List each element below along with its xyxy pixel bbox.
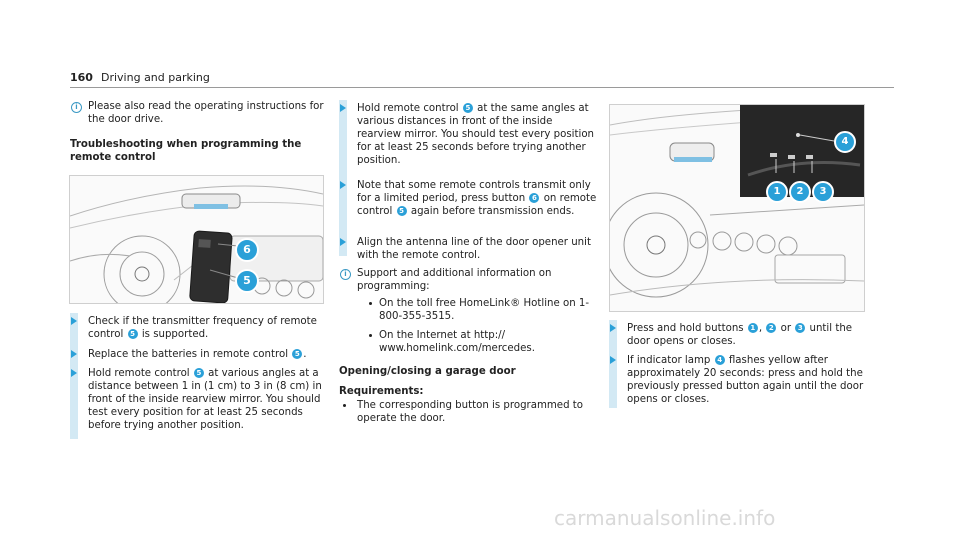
illustration-garage-buttons: 4 1 2 3 [609,104,865,312]
step-text: If indicator lamp [627,355,711,366]
ref-badge: 4 [714,355,725,365]
step-text: Hold remote control [357,103,459,114]
car-interior-remote-drawing [70,185,323,303]
section-title: Driving and parking [101,71,210,84]
step-text: Note that some remote controls transmit … [357,180,591,204]
requirements-label: Requirements: [339,386,424,397]
ref-badge: 5 [292,349,303,359]
info-icon: i [71,102,82,113]
callout-3: 3 [812,181,834,203]
step-arrow-icon [610,356,616,364]
step-text: Press and hold buttons [627,323,744,334]
callout-4: 4 [834,131,856,153]
page-number: 160 [70,71,93,84]
step-text: or [780,323,792,334]
ref-badge: 3 [795,323,806,333]
bullet-dot [343,404,346,407]
step-press-buttons: Press and hold buttons 1, 2 or 3 until t… [627,322,867,348]
section-heading-garage-door: Opening/closing a garage door [339,366,516,377]
ref-badge: 5 [462,103,473,113]
step-text: flashes yellow after approximately 20 se… [627,355,864,405]
step-text: on remote control [357,193,597,217]
step-text: again before transmission ends. [410,206,575,217]
step-arrow-icon [71,317,77,325]
info-support: Support and additional information on pr… [357,268,552,292]
support-hotline: On the toll free HomeLink® Hotline on 1-… [379,298,590,322]
bullet-dot [369,334,372,337]
step-hold-angles: Hold remote control 5 at various angles … [88,367,328,432]
ref-badge: 5 [396,206,407,216]
watermark: carmanualsonline.info [554,506,776,530]
step-arrow-icon [340,238,346,246]
step-arrow-icon [71,369,77,377]
step-text: Replace the batteries in remote control [88,349,289,360]
ref-badge: 6 [529,193,540,203]
car-interior-mirror-drawing [610,105,864,298]
step-indicator-lamp: If indicator lamp 4 flashes yellow after… [627,354,867,406]
support-internet: On the Internet at http:// www.homelink.… [379,330,535,354]
requirement-programmed: The corresponding button is programmed t… [357,400,584,424]
info-note-door-drive: Please also read the operating instructi… [88,101,324,125]
step-bar [339,100,347,256]
step-arrow-icon [610,324,616,332]
step-text: . [303,349,307,360]
header-rule [70,87,894,88]
callout-2: 2 [789,181,811,203]
callout-5: 5 [235,269,259,293]
ref-badge: 1 [747,323,758,333]
step-text: at the same angles at various distances … [357,103,595,166]
illustration-remote-control: 6 5 [69,175,324,304]
step-text: Check if the transmitter frequency of re… [88,316,317,340]
callout-6: 6 [235,238,259,262]
step-arrow-icon [71,350,77,358]
step-text: Hold remote control [88,368,190,379]
bullet-dot [369,302,372,305]
ref-badge: 2 [766,323,777,333]
step-hold-distances: Hold remote control 5 at the same angles… [357,102,597,167]
step-bar [609,320,617,408]
step-text: until the door opens or closes. [627,323,853,347]
step-text: , [758,323,763,334]
step-text: is supported. [141,329,209,340]
ref-badge: 5 [193,368,204,378]
step-text: at various angles at a distance between … [88,368,322,431]
step-align-antenna: Align the antenna line of the door opene… [357,237,591,261]
ref-badge: 5 [127,329,138,339]
info-icon: i [340,269,351,280]
step-replace-batteries: Replace the batteries in remote control … [88,348,328,361]
callout-1: 1 [766,181,788,203]
step-check-frequency: Check if the transmitter frequency of re… [88,315,328,341]
step-arrow-icon [340,104,346,112]
step-note-limited-period: Note that some remote controls transmit … [357,179,597,218]
section-heading-troubleshooting: Troubleshooting when programming the rem… [70,139,302,163]
step-arrow-icon [340,181,346,189]
